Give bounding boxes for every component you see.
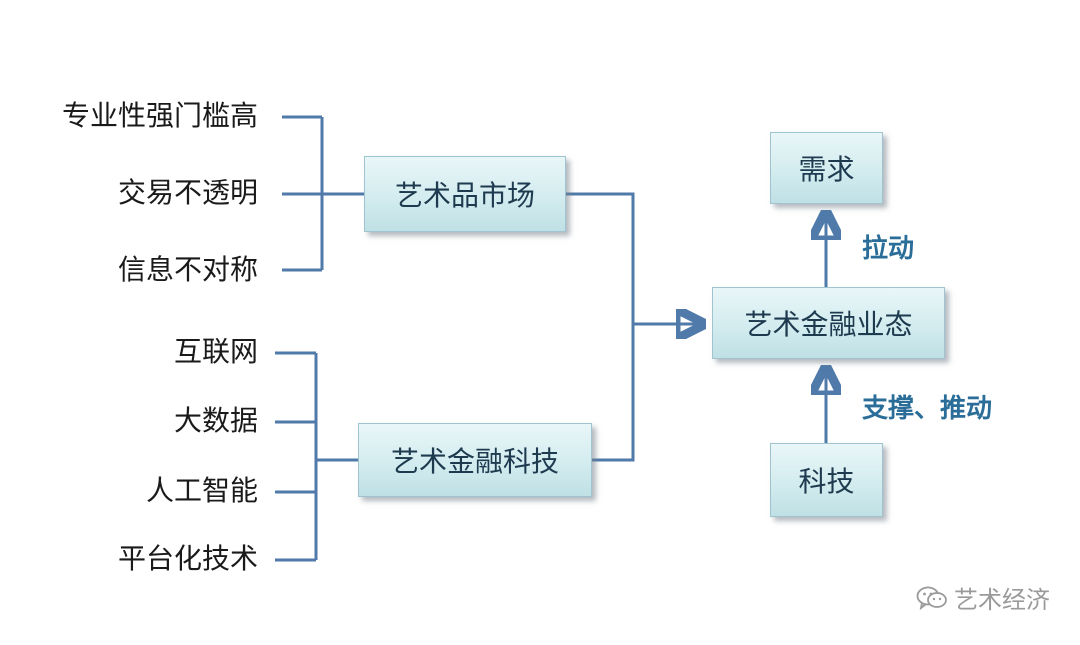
- art-fintech-box: 艺术金融科技: [358, 423, 592, 497]
- demand-box: 需求: [770, 132, 883, 204]
- tech-factor-label-2: 大数据: [173, 404, 258, 437]
- tech-factor-label-1: 互联网: [173, 335, 258, 368]
- support-push-relation-label: 支撑、推动: [862, 394, 993, 424]
- tech-factor-label-4: 平台化技术: [117, 542, 258, 575]
- tech-factor-label-3: 人工智能: [145, 474, 258, 507]
- technology-box: 科技: [770, 443, 883, 517]
- connector-fintech-to-merge: [592, 324, 635, 462]
- market-factor-label-3: 信息不对称: [117, 253, 258, 286]
- market-factor-label-1: 专业性强门槛高: [61, 99, 258, 132]
- art-finance-business-box: 艺术金融业态: [712, 287, 945, 359]
- watermark: 艺术经济: [916, 580, 1050, 615]
- watermark-text: 艺术经济: [954, 586, 1050, 614]
- wechat-icon: [916, 586, 947, 610]
- market-factor-label-2: 交易不透明: [117, 176, 258, 209]
- connector-market-to-merge: [566, 192, 635, 324]
- art-market-box: 艺术品市场: [364, 156, 566, 232]
- pull-relation-label: 拉动: [862, 234, 915, 264]
